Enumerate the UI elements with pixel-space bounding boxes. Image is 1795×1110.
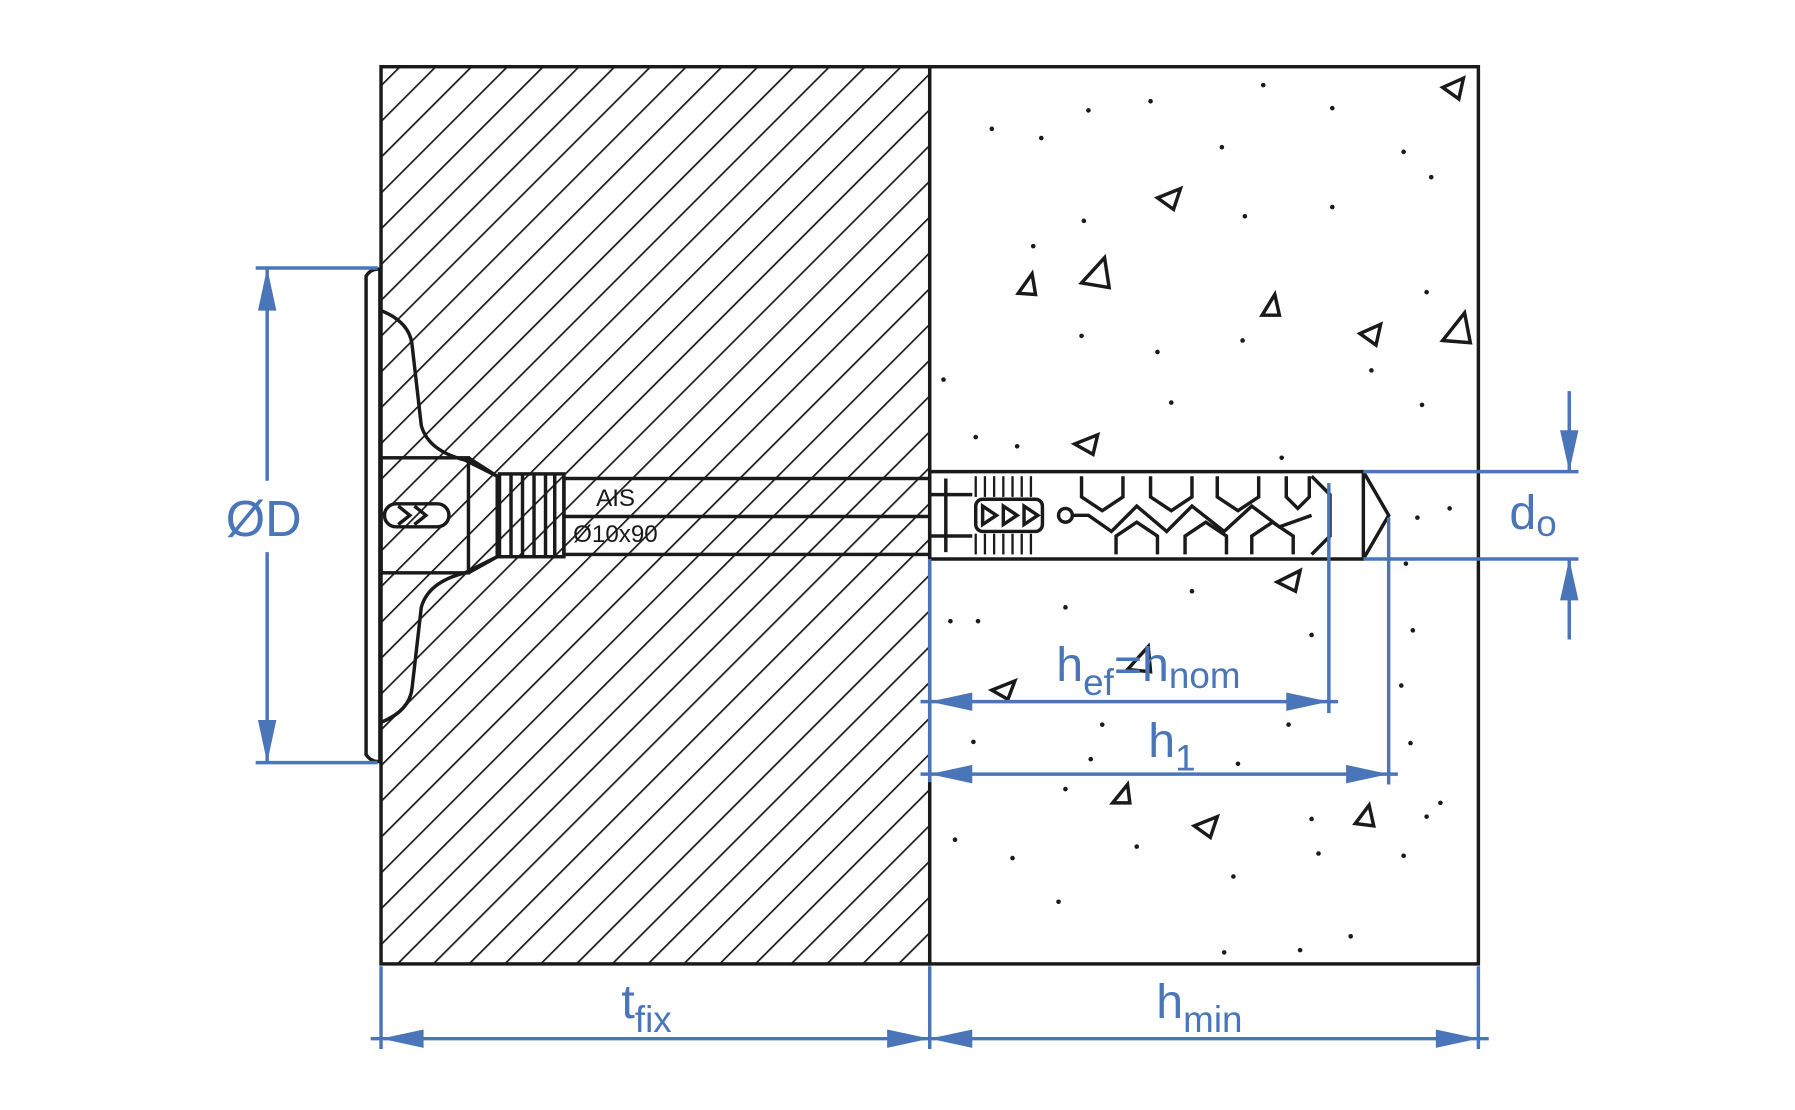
anchor-brand-text: AIS [596, 485, 635, 512]
hole-depth-label: h1 [1148, 714, 1195, 779]
fixture-thickness-label: tfix [621, 975, 671, 1040]
plate-rib-upper [380, 308, 498, 478]
dimension-arrowheads [1560, 430, 1579, 601]
anchor-hub-taper [467, 456, 499, 575]
plate-rib-lower [380, 555, 498, 724]
dimension-drill-diameter: do [1363, 391, 1579, 640]
expansion-sleeve [927, 469, 1391, 561]
anchor-plate [364, 267, 382, 764]
plate-diameter-label: ØD [226, 490, 302, 547]
dimension-embedment-depth: hef=hnom [920, 483, 1339, 783]
dimension-arrowheads [929, 692, 1329, 711]
anchor-brand-marking: AIS [596, 485, 635, 512]
aggregate-triangles [987, 75, 1473, 841]
dimension-fixture-thickness: tfix [370, 966, 932, 1050]
anchor-hub [379, 456, 471, 575]
min-member-thickness-label: hmin [1156, 975, 1242, 1040]
drill-diameter-label: do [1509, 486, 1556, 544]
nail-head-slot [382, 502, 451, 529]
anchor-size-marking: Ø10x90 [573, 521, 658, 548]
nail-head-arrows [397, 504, 429, 526]
dimension-plate-diameter: ØD [226, 266, 378, 765]
insulation-anchor: AIS Ø10x90 [364, 267, 1391, 764]
dimension-hole-depth: h1 [920, 517, 1398, 785]
aggregate-dots [941, 82, 1452, 955]
dimension-min-member-thickness: hmin [929, 966, 1489, 1050]
embedment-depth-label: hef=hnom [1056, 638, 1240, 703]
anchor-size-text: Ø10x90 [573, 521, 658, 548]
